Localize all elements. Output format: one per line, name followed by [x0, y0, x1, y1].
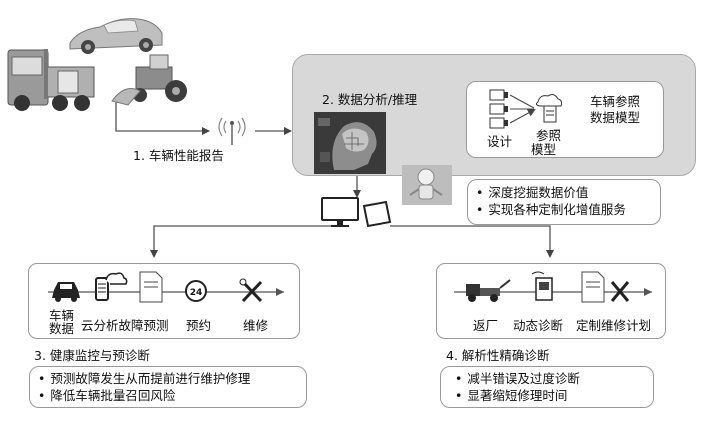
- diagnosis-bullets: 减半错误及过度诊断 显著缩短修理时间: [455, 370, 580, 404]
- car-icon: [52, 282, 80, 302]
- server-stack-icon: [489, 89, 508, 129]
- section4-title: 4. 解析性精确诊断: [446, 348, 550, 363]
- cloud-fault-label: 云分析故障预测: [81, 318, 169, 333]
- car-data-label-line1: 车辆: [49, 308, 75, 323]
- value-bullet: 实现各种定制化增值服务: [476, 201, 626, 218]
- health-bullets-box: 预测故障发生从而提前进行维护修理 降低车辆批量召回风险: [29, 366, 307, 408]
- phone-icon: [95, 277, 109, 301]
- model-title-line1: 车辆参照: [590, 94, 641, 109]
- diagnosis-bullets-box: 减半错误及过度诊断 显著缩短修理时间: [440, 366, 654, 408]
- custom-plan-label: 定制维修计划: [576, 318, 652, 333]
- design-label: 设计: [487, 134, 513, 149]
- monitor-tablet-icon: [321, 197, 392, 228]
- car-data-label-line2: 数据: [49, 321, 75, 336]
- signal-antenna-icon: [218, 117, 246, 145]
- vehicles-illustration: [7, 18, 187, 111]
- value-bullet: 深度挖掘数据价值: [476, 184, 626, 201]
- truck-icon: [7, 49, 95, 111]
- arrow-split-right: [390, 225, 554, 258]
- health-bullets: 预测故障发生从而提前进行维护修理 降低车辆批量召回风险: [38, 370, 250, 404]
- booking-label: 预约: [186, 318, 212, 333]
- value-services-box: 深度挖掘数据价值 实现各种定制化增值服务: [467, 179, 661, 225]
- health-bullet: 降低车辆批量召回风险: [38, 387, 250, 404]
- diagnostic-device-icon: [531, 271, 553, 301]
- dynamic-diag-label: 动态诊断: [513, 318, 564, 333]
- diagnosis-flow-icons: [454, 271, 652, 303]
- step2-label: 2. 数据分析/推理: [322, 92, 418, 107]
- cloud-icon: [105, 272, 128, 285]
- value-bullets: 深度挖掘数据价值 实现各种定制化增值服务: [476, 184, 626, 218]
- wrench-screwdriver-icon: [610, 281, 630, 302]
- sports-car-icon: [69, 18, 163, 54]
- arrow-split-left: [150, 225, 337, 258]
- repair-label: 维修: [243, 318, 269, 333]
- monitor-icon: [321, 197, 359, 227]
- document-icon: [581, 271, 605, 303]
- tow-truck-icon: [466, 279, 511, 302]
- robot-image: [402, 165, 452, 205]
- wrench-screwdriver-icon: [239, 278, 263, 303]
- clock-24-label: 24: [190, 288, 203, 298]
- design-to-model-icon: [489, 89, 563, 129]
- clock-24-icon: 24: [185, 280, 207, 302]
- step1-label: 1. 车辆性能报告: [133, 148, 224, 163]
- tablet-icon: [362, 200, 392, 228]
- section3-title: 3. 健康监控与预诊断: [34, 348, 150, 363]
- model-title-line2: 数据模型: [590, 110, 641, 125]
- tractor-icon: [111, 54, 187, 106]
- health-flow-icons: 24: [48, 271, 284, 303]
- cloud-document-icon: [535, 94, 563, 123]
- document-icon: [139, 271, 163, 303]
- return-factory-label: 返厂: [473, 318, 499, 333]
- ai-brain-image: [314, 112, 386, 174]
- diagnosis-bullet: 显著缩短修理时间: [455, 387, 580, 404]
- diagnosis-bullet: 减半错误及过度诊断: [455, 370, 580, 387]
- reference-label-line2: 模型: [531, 142, 557, 157]
- arrow-vehicle-to-signal: [115, 100, 210, 135]
- health-bullet: 预测故障发生从而提前进行维护修理: [38, 370, 250, 387]
- reference-label-line1: 参照: [536, 128, 562, 143]
